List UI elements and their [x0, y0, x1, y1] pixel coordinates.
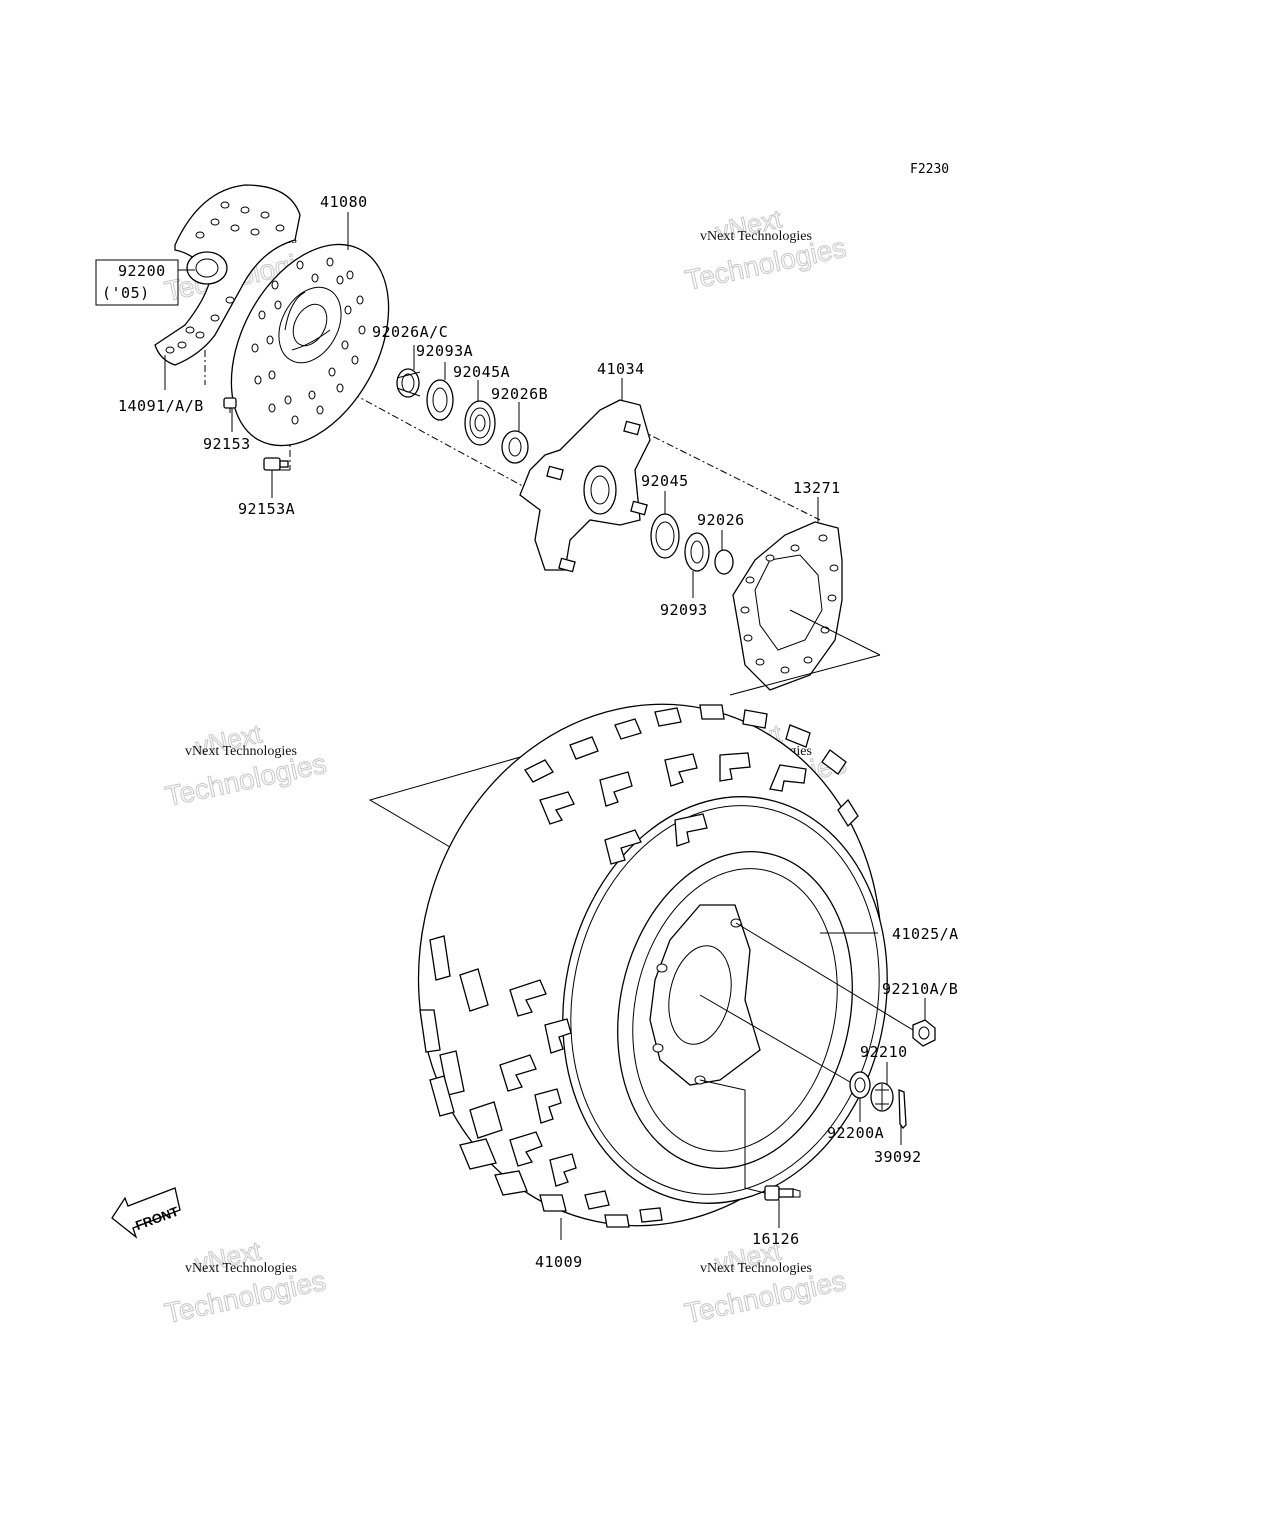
label-14091: 14091/A/B — [118, 397, 204, 415]
nut-92210ab — [912, 1019, 936, 1047]
label-92045a: 92045A — [453, 363, 510, 381]
label-92153: 92153 — [203, 435, 251, 453]
brake-disc — [230, 243, 390, 447]
label-41009: 41009 — [535, 1253, 583, 1271]
hub-cover-plate — [732, 521, 843, 691]
label-41080: 41080 — [320, 193, 368, 211]
bolt-92153 — [223, 397, 237, 413]
spacer-92026 — [714, 549, 734, 575]
label-92210ab: 92210A/B — [882, 980, 958, 998]
guide-line-right — [729, 654, 881, 696]
front-direction-marker: FRONT — [111, 1187, 181, 1239]
wheel-rim — [617, 851, 853, 1169]
label-92210: 92210 — [860, 1043, 908, 1061]
label-92200-note: ('05) — [102, 284, 150, 302]
bolt-92153a — [263, 457, 289, 471]
watermark-small-bottom-right: vNext Technologies — [700, 1261, 812, 1276]
label-41034: 41034 — [597, 360, 645, 378]
axis-line-lower — [639, 429, 821, 521]
watermark-mid-left: vNext Technologies — [162, 718, 329, 813]
axis-line-upper — [299, 364, 531, 491]
washer-92200a — [849, 1071, 871, 1099]
watermark-small-bottom-left: vNext Technologies — [185, 1261, 297, 1276]
guide-line-left — [368, 749, 546, 851]
watermark-small-top-right: vNext Technologies — [700, 229, 812, 244]
label-41025a: 41025/A — [892, 925, 959, 943]
label-92200: 92200 — [118, 262, 166, 280]
label-92026ac: 92026A/C — [372, 323, 448, 341]
label-92026: 92026 — [697, 511, 745, 529]
leader-lines — [95, 212, 926, 1240]
castle-nut-92210 — [870, 1082, 894, 1112]
label-92200a: 92200A — [827, 1124, 884, 1142]
spacer-92026b — [501, 430, 529, 464]
disc-guard — [154, 184, 301, 366]
label-92153a: 92153A — [238, 500, 295, 518]
label-92026b: 92026B — [491, 385, 548, 403]
hub — [519, 399, 651, 573]
spacer-92026ac — [396, 368, 421, 398]
label-92093a: 92093A — [416, 342, 473, 360]
label-16126: 16126 — [752, 1230, 800, 1248]
label-39092: 39092 — [874, 1148, 922, 1166]
bearing-92045 — [650, 513, 680, 559]
guide-line-cover — [789, 609, 881, 656]
label-13271: 13271 — [793, 479, 841, 497]
seal-92093 — [684, 532, 710, 572]
watermark-bottom-left: vNext Technologies — [161, 1235, 328, 1330]
seal-92093a — [426, 379, 454, 421]
cotter-pin-39092 — [898, 1089, 907, 1129]
watermark-small-mid-left: vNext Technologies — [185, 744, 297, 759]
figure-code: F2230 — [910, 162, 949, 177]
bearing-92045a — [464, 400, 496, 446]
label-92045: 92045 — [641, 472, 689, 490]
label-92093: 92093 — [660, 601, 708, 619]
valve-stem-16126 — [764, 1185, 801, 1201]
